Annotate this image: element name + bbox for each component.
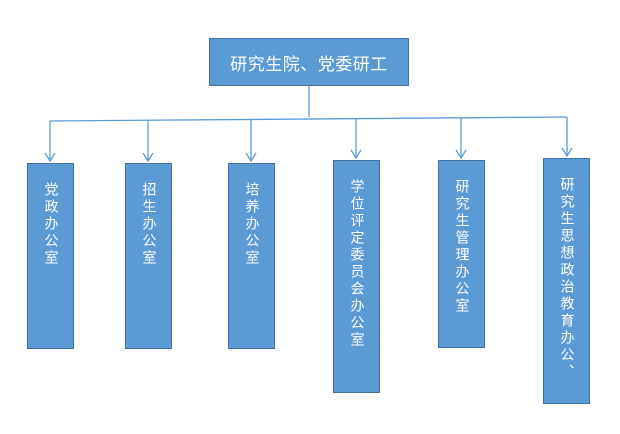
node-label: 研究生管理办公室 [453,179,470,315]
root-node: 研究生院、党委研工 [209,38,409,86]
arrow-head-3 [245,152,257,163]
node-degree-committee-office: 学位评定委员会办公室 [333,160,380,393]
arrow-head-6 [561,147,573,158]
arrow-head-4 [350,149,362,160]
node-label: 招生办公室 [140,182,157,267]
node-label: 党政办公室 [42,182,59,267]
node-label: 培养办公室 [243,182,260,267]
node-graduate-management-office: 研究生管理办公室 [438,160,485,348]
node-training-office: 培养办公室 [228,163,275,349]
arrow-head-5 [455,149,467,160]
node-label: 学位评定委员会办公室 [348,179,365,349]
root-node-label: 研究生院、党委研工 [230,54,388,75]
arrow-head-1 [44,152,56,163]
node-label: 研究生思想政治教育办公、 [558,177,575,381]
horizontal-bus [49,116,568,122]
node-admissions-office: 招生办公室 [125,163,172,349]
arrow-head-2 [142,152,154,163]
node-party-admin-office: 党政办公室 [27,163,74,349]
node-ideological-education-office: 研究生思想政治教育办公、 [543,158,590,404]
